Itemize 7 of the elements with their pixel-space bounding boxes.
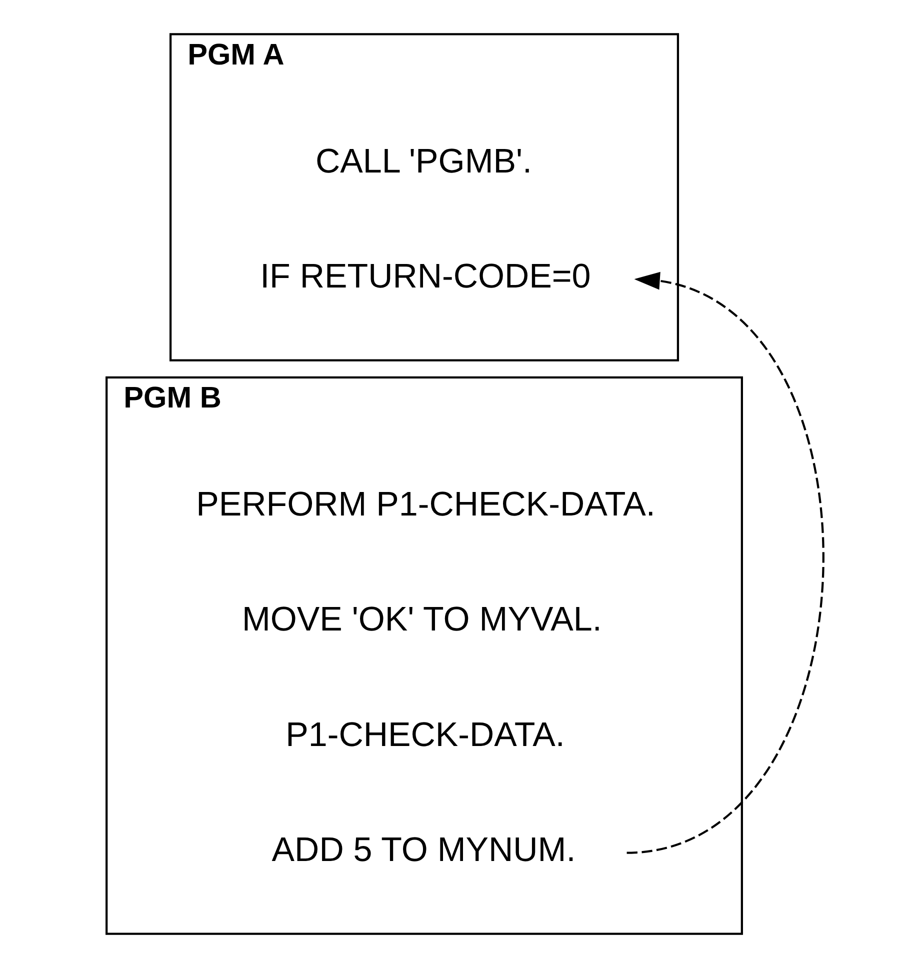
node-text: P1-CHECK-DATA. <box>285 716 564 754</box>
node-text: CALL 'PGMB'. <box>315 142 532 180</box>
arrow <box>626 272 824 854</box>
node-text: ADD 5 TO MYNUM. <box>271 830 576 869</box>
node-text: IF RETURN-CODE=0 <box>260 257 590 296</box>
node-text: PERFORM P1-CHECK-DATA. <box>196 486 655 524</box>
node-text: MOVE 'OK' TO MYVAL. <box>241 600 602 639</box>
